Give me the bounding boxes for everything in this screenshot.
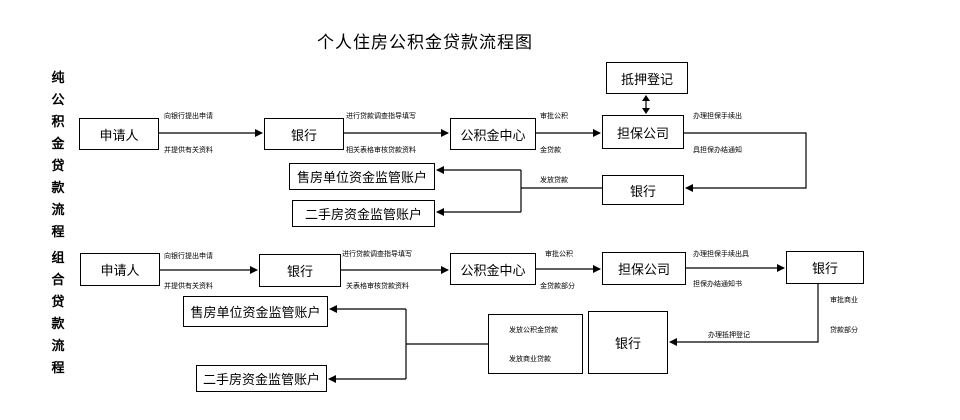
s2-label-approve-commercial: 审批商业 <box>830 296 858 304</box>
s2-seller-account-box: 售房单位资金监管账户 <box>183 296 328 327</box>
s1-label-investigate: 进行贷款调查指导填写 <box>346 112 416 120</box>
s2-arrow-bankright-bankbottom <box>669 284 819 346</box>
s2-label-release-commercial: 发放商业贷款 <box>509 354 551 363</box>
s1-bank-box: 银行 <box>264 118 344 150</box>
s1-label-notice: 具担保办结通知 <box>693 146 742 154</box>
s1-second-hand-account-box: 二手房资金监管账户 <box>292 200 435 227</box>
s2-label-release-fund: 发放公积金贷款 <box>509 325 558 334</box>
s2-label-notice: 担保办结通知书 <box>693 280 742 288</box>
s1-label-provide: 并提供有关资料 <box>164 146 213 154</box>
s2-bank-bottom-box: 银行 <box>588 311 668 374</box>
s2-bank-right-box: 银行 <box>786 251 864 284</box>
s1-fund-center-box: 公积金中心 <box>450 118 536 150</box>
s2-fund-center-box: 公积金中心 <box>450 253 536 285</box>
s1-label-fund-loan: 金贷款 <box>540 146 561 154</box>
s2-label-mortgage: 办理抵押登记 <box>708 331 750 339</box>
s1-label-review: 相关表格审核贷款资料 <box>346 146 416 154</box>
s2-label-apply: 向银行提出申请 <box>164 252 213 260</box>
s1-arrowhead-up <box>642 95 650 101</box>
s1-seller-account-box: 售房单位资金监管账户 <box>289 163 435 190</box>
section1-label: 纯公积金贷款流程 <box>51 71 65 240</box>
s2-bank-box: 银行 <box>259 254 341 287</box>
s1-guarantor-box: 担保公司 <box>602 115 684 149</box>
section2-label: 组合贷款流程 <box>51 251 65 376</box>
s2-second-hand-account-box: 二手房资金监管账户 <box>196 365 327 392</box>
s2-label-review: 关表格审核贷款资料 <box>346 282 409 290</box>
s2-guarantor-box: 担保公司 <box>602 252 686 285</box>
s1-label-approve: 审批公积 <box>540 112 568 120</box>
s1-label-apply: 向银行提出申请 <box>164 112 213 120</box>
s1-bank2-box: 银行 <box>602 175 684 205</box>
s1-mortgage-box: 抵押登记 <box>606 62 688 94</box>
s1-applicant-box: 申请人 <box>79 118 159 150</box>
page-title: 个人住房公积金贷款流程图 <box>317 33 533 53</box>
s1-label-guarantee: 办理担保手续出 <box>693 112 742 120</box>
s1-label-release: 发放贷款 <box>540 176 568 184</box>
s1-arrow-guarantor-bank2 <box>684 132 807 192</box>
s2-label-fund-part: 金贷款部分 <box>540 282 575 290</box>
s1-arrowhead-down <box>642 108 650 114</box>
s2-label-commercial-part: 贷款部分 <box>830 326 858 334</box>
s2-label-investigate: 进行贷款调查指导填写 <box>342 250 412 258</box>
s2-label-approve: 审批公积 <box>545 250 573 258</box>
s2-label-guarantee: 办理担保手续出具 <box>693 250 749 258</box>
s2-label-provide: 并提供有关资料 <box>164 282 213 290</box>
s2-release-box: 发放公积金贷款 发放商业贷款 <box>488 314 583 374</box>
s2-applicant-box: 申请人 <box>80 253 160 286</box>
